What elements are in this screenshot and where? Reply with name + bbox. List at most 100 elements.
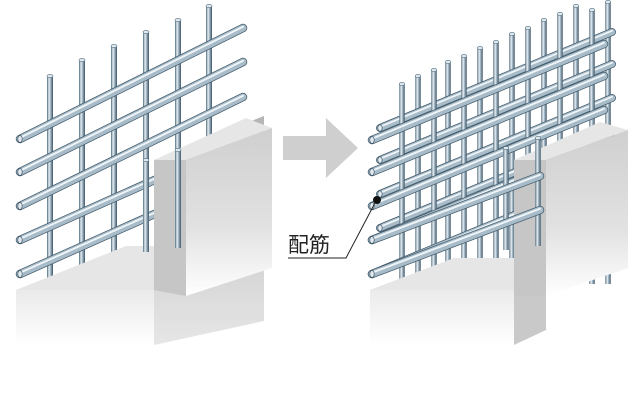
concrete-front-face xyxy=(370,148,546,345)
callout-label: 配筋 xyxy=(288,233,330,257)
callout: 配筋 xyxy=(288,196,381,259)
vertical-rebar-body xyxy=(509,34,515,284)
concrete-block-front xyxy=(186,128,272,296)
vertical-rebar xyxy=(476,46,484,284)
horizontal-rebar-body xyxy=(368,72,608,176)
horizontal-rebar-end xyxy=(377,224,383,232)
horizontal-rebar xyxy=(367,205,545,279)
vertical-rebar-end xyxy=(444,60,452,64)
concrete-step-wall xyxy=(154,148,186,296)
horizontal-rebar-end xyxy=(369,168,375,176)
horizontal-rebar-highlight xyxy=(371,73,605,172)
right-arrow-icon xyxy=(283,118,358,178)
vertical-rebar-end xyxy=(142,158,150,162)
vertical-rebar-body xyxy=(535,138,541,246)
horizontal-rebar xyxy=(15,23,248,144)
horizontal-rebar-end xyxy=(369,270,375,278)
horizontal-rebar-end xyxy=(369,136,375,144)
horizontal-rebar xyxy=(15,57,248,177)
vertical-rebar xyxy=(534,136,542,246)
horizontal-rebar-highlight xyxy=(371,107,605,206)
concrete-ledge-top xyxy=(370,258,546,290)
vertical-rebar xyxy=(492,40,500,284)
vertical-rebar-end xyxy=(414,74,422,78)
horizontal-rebar-body xyxy=(368,172,544,244)
concrete-block-top xyxy=(154,118,272,160)
vertical-rebar-end xyxy=(540,18,548,22)
concrete-block-front xyxy=(546,130,628,296)
horizontal-rebar-end xyxy=(17,270,23,278)
horizontal-rebar-body xyxy=(368,206,544,278)
right-rebar-front-layer xyxy=(367,136,545,279)
vertical-rebar-body xyxy=(143,160,149,252)
vertical-rebar-body xyxy=(47,76,53,284)
horizontal-rebar-body xyxy=(368,106,608,210)
vertical-rebar-end xyxy=(534,136,542,140)
horizontal-rebar-body xyxy=(16,24,247,143)
concrete-front-face xyxy=(16,160,154,345)
horizontal-rebar xyxy=(367,171,545,245)
horizontal-rebar-end xyxy=(377,156,383,164)
vertical-rebar-body xyxy=(477,48,483,284)
horizontal-rebar-body xyxy=(16,58,247,176)
horizontal-rebar-end xyxy=(17,236,23,244)
vertical-rebar-end xyxy=(174,18,182,22)
vertical-rebar xyxy=(142,30,150,284)
horizontal-rebar-end xyxy=(377,124,383,132)
vertical-rebar-end xyxy=(46,74,54,78)
vertical-rebar-body xyxy=(143,32,149,284)
vertical-rebar-end xyxy=(78,58,86,62)
horizontal-rebar-highlight xyxy=(371,173,541,240)
horizontal-rebar-highlight xyxy=(371,41,605,140)
right-concrete-wall xyxy=(370,122,628,345)
horizontal-rebar-highlight xyxy=(371,207,541,274)
horizontal-rebar-end xyxy=(17,168,23,176)
leader-line xyxy=(288,200,377,259)
vertical-rebar xyxy=(502,146,510,250)
vertical-rebar-end xyxy=(572,4,580,8)
horizontal-rebar-end xyxy=(17,135,23,143)
vertical-rebar-end xyxy=(492,40,500,44)
arrow xyxy=(283,118,358,178)
vertical-rebar-end xyxy=(508,32,516,36)
vertical-rebar-end xyxy=(205,4,213,8)
horizontal-rebar-body xyxy=(368,40,608,144)
vertical-rebar-body xyxy=(503,148,509,250)
horizontal-rebar-highlight xyxy=(19,94,244,206)
horizontal-rebar-highlight xyxy=(19,25,244,139)
horizontal-rebar xyxy=(367,105,609,211)
vertical-rebar-end xyxy=(502,146,510,150)
single-rebar-wall xyxy=(15,4,272,345)
vertical-rebar-body xyxy=(493,42,499,284)
horizontal-rebar-highlight xyxy=(19,59,244,172)
vertical-rebar-end xyxy=(556,12,564,16)
vertical-rebar xyxy=(110,44,118,284)
concrete-side-face xyxy=(514,296,546,345)
horizontal-rebar-body xyxy=(16,93,247,210)
vertical-rebar xyxy=(508,32,516,284)
double-rebar-wall xyxy=(367,0,628,345)
vertical-rebar-end xyxy=(524,26,532,30)
horizontal-rebar xyxy=(15,92,248,211)
left-rebar-front-layer xyxy=(142,148,182,252)
vertical-rebar-body xyxy=(175,150,181,248)
vertical-rebar-end xyxy=(142,30,150,34)
horizontal-rebar-end xyxy=(377,190,383,198)
horizontal-rebar xyxy=(367,39,609,145)
vertical-rebar xyxy=(142,158,150,252)
vertical-rebar-end xyxy=(460,54,468,58)
vertical-rebar xyxy=(174,148,182,248)
vertical-rebar-end xyxy=(398,82,406,86)
concrete-block-top xyxy=(514,122,628,160)
vertical-rebar-body xyxy=(111,46,117,284)
vertical-rebar-end xyxy=(110,44,118,48)
vertical-rebar xyxy=(46,74,54,284)
callout-dot xyxy=(373,196,381,204)
vertical-rebar-body xyxy=(399,84,405,284)
vertical-rebar xyxy=(398,82,406,284)
vertical-rebar-end xyxy=(430,68,438,72)
vertical-rebar-end xyxy=(604,0,612,4)
horizontal-rebar-end xyxy=(369,236,375,244)
horizontal-rebar-end xyxy=(17,202,23,210)
